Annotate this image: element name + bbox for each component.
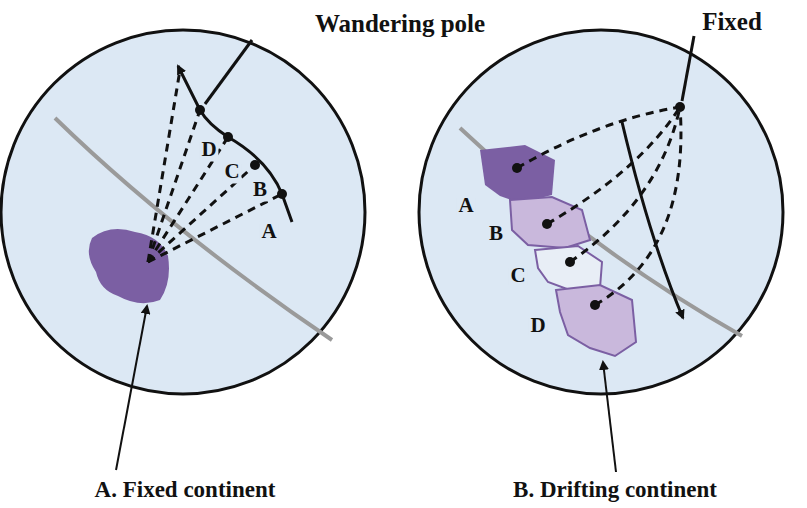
leader-line bbox=[682, 36, 694, 101]
leader-line bbox=[205, 40, 252, 104]
callout-label: Wandering pole bbox=[315, 10, 485, 38]
callout-label: Fixed bbox=[702, 8, 762, 36]
position-letter: B bbox=[487, 222, 505, 245]
continent-points bbox=[512, 102, 685, 310]
panel-caption: A. Fixed continent bbox=[95, 477, 276, 502]
pole-points bbox=[195, 105, 287, 199]
globe bbox=[419, 30, 783, 394]
dashed-lines bbox=[517, 107, 681, 305]
position-letter: A bbox=[259, 220, 278, 243]
continent-position bbox=[556, 285, 636, 356]
panel-caption: B. Drifting continent bbox=[513, 477, 717, 502]
continent-position bbox=[510, 197, 590, 248]
pointer-arrow bbox=[116, 306, 147, 470]
position-letter: C bbox=[508, 264, 527, 287]
pole-path bbox=[178, 66, 292, 222]
position-letter: A bbox=[456, 194, 475, 217]
pointer-arrow bbox=[603, 362, 616, 472]
position-letter: D bbox=[528, 314, 547, 337]
fixed-continent bbox=[89, 229, 169, 303]
equator-line bbox=[55, 118, 332, 340]
position-letter: D bbox=[199, 138, 218, 161]
drift-arrow bbox=[622, 122, 683, 318]
dashed-lines bbox=[148, 70, 282, 262]
position-letter: B bbox=[251, 178, 269, 201]
position-letter: C bbox=[222, 160, 241, 183]
globe bbox=[1, 30, 365, 394]
